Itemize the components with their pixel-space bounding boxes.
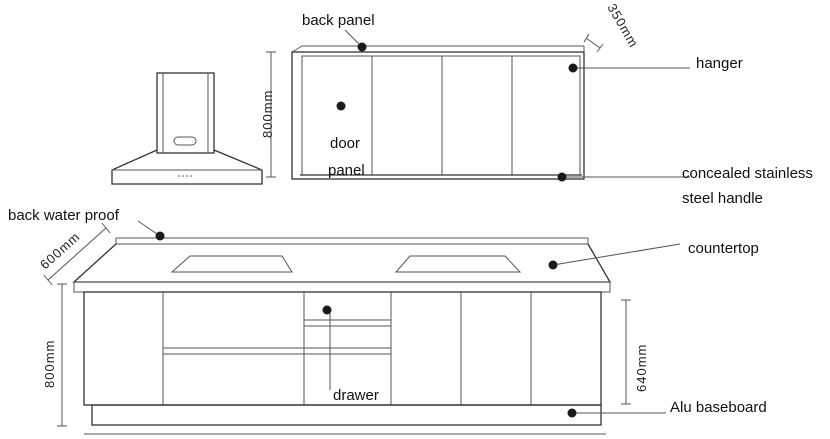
hanger-marker [568,63,578,73]
base-height-label: 800mm [42,340,57,388]
back-water-proof-marker [155,231,165,241]
drawer-label: drawer [333,387,379,404]
counter-depth-dimension: 600mm [37,222,111,286]
back-water-proof-label: back water proof [8,207,120,224]
counter-depth-label: 600mm [37,229,83,273]
hanger-label: hanger [696,55,743,72]
back-panel-label: back panel [302,12,375,29]
drawer-marker [322,305,332,315]
door-height-dimension: 640mm [621,299,649,405]
wall-height-dimension: 800mm [260,51,276,178]
wall-depth-dimension: 350mm [583,1,642,53]
concealed-handle-label-line1: concealed stainless [682,165,813,182]
countertop [72,237,612,293]
baseboard-marker [567,408,577,418]
countertop-label: countertop [688,240,759,257]
wall-cabinet [291,45,585,180]
base-cabinet [83,291,602,426]
wall-height-label: 800mm [260,90,275,138]
door-height-label: 640mm [634,344,649,392]
concealed-handle-label-line2: steel handle [682,190,763,207]
door-label: door [330,135,360,152]
base-height-dimension: 800mm [42,283,67,427]
door-panel-marker [336,101,346,111]
leader-lines [137,29,690,414]
back-panel-marker [357,42,367,52]
alu-baseboard-label: Alu baseboard [670,399,767,416]
countertop-marker [548,260,558,270]
wall-depth-label: 350mm [604,1,641,50]
panel-label: panel [328,162,365,179]
handle-marker [557,172,567,182]
range-hood [111,72,263,185]
